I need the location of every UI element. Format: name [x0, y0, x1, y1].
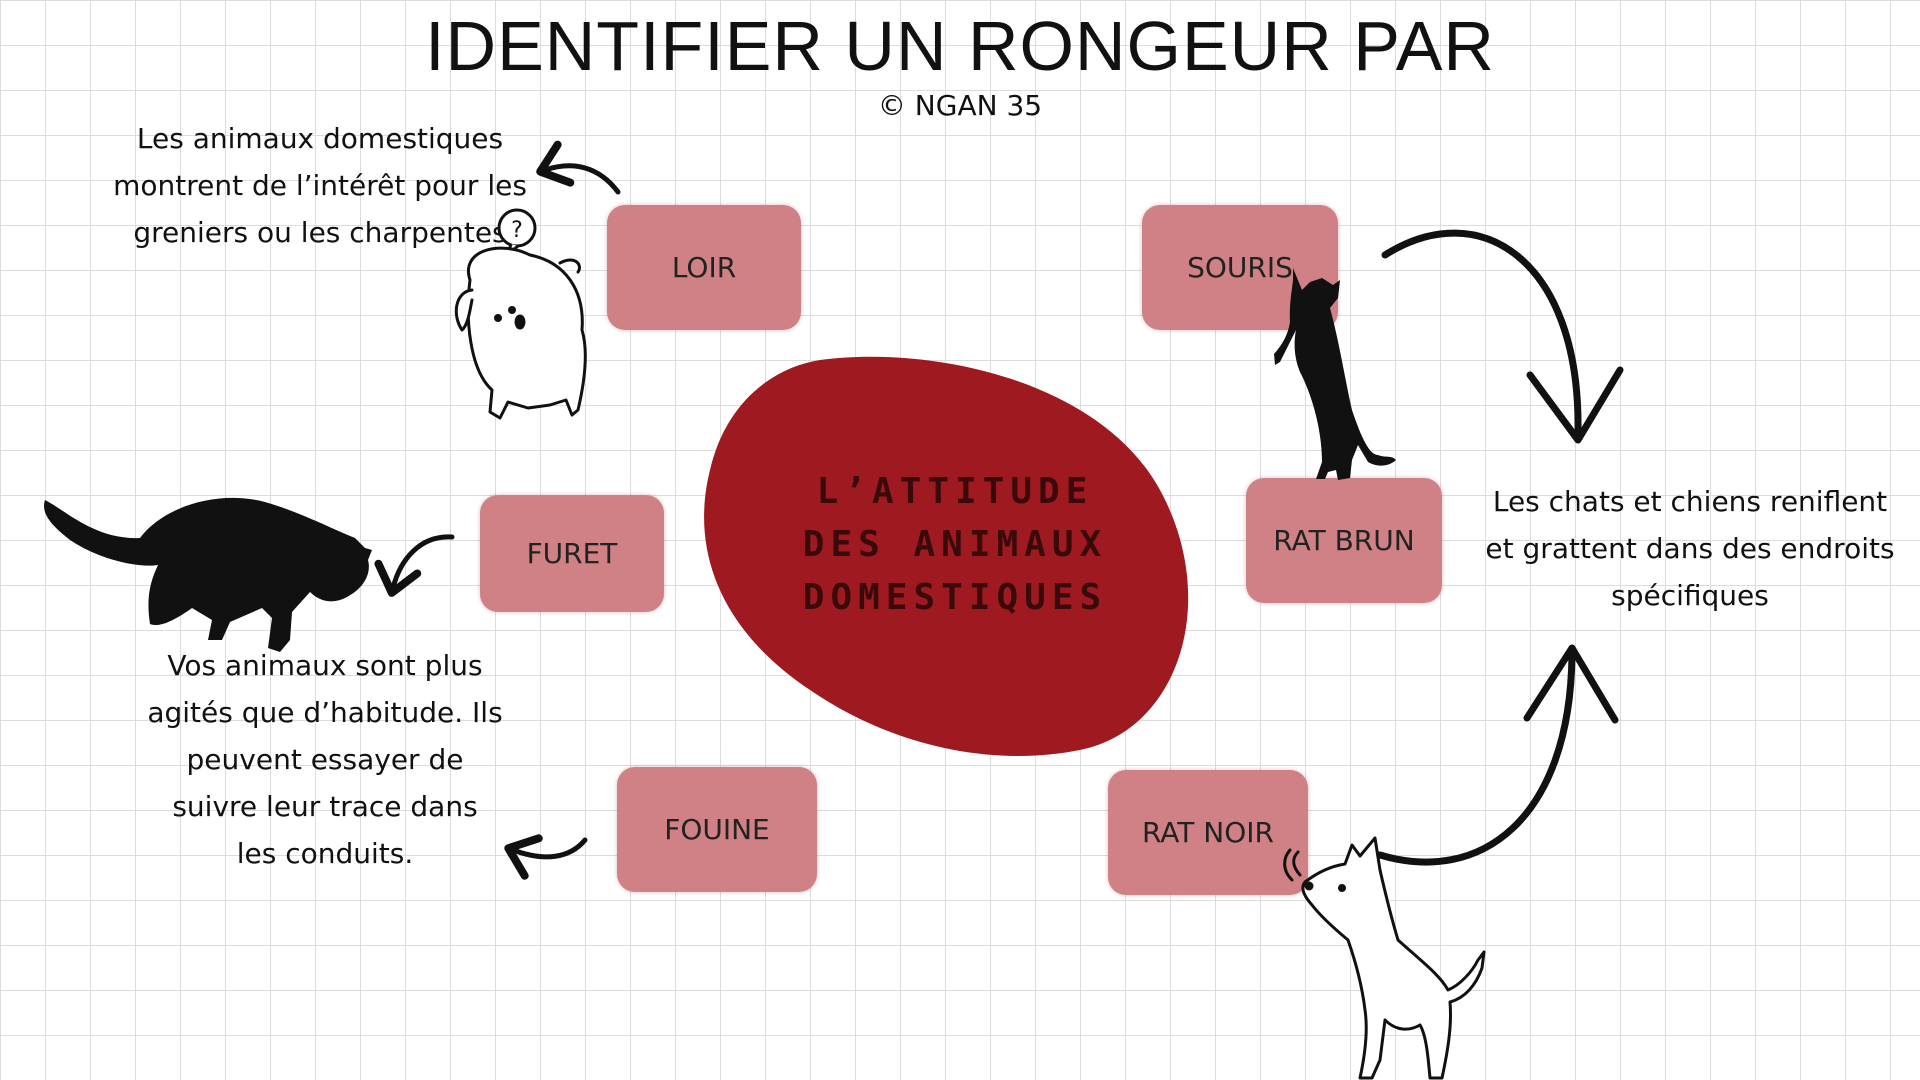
note-top-left-line-2: montrent de l’intérêt pour les: [113, 169, 527, 202]
rodent-box-fouine: FOUINE: [617, 767, 817, 892]
svg-text:?: ?: [511, 218, 523, 243]
note-bottom-left-line-1: Vos animaux sont plus: [167, 649, 483, 682]
note-bottom-left-line-5: les conduits.: [236, 837, 414, 870]
note-bottom-left-line-2: agités que d’habitude. Ils: [147, 696, 503, 729]
rodent-box-rat-noir: RAT NOIR: [1108, 770, 1308, 895]
cat-climbing-icon: [1274, 268, 1396, 480]
note-right-line-2: et grattent dans des endroits: [1485, 532, 1895, 565]
rodent-box-rat-brun: RAT BRUN: [1246, 478, 1442, 603]
note-right-line-3: spécifiques: [1611, 579, 1769, 612]
note-top-left-line-3: greniers ou les charpentes: [133, 216, 507, 249]
arrow-to-cat-sniffing: [374, 534, 455, 597]
arrow-to-top-left-note: [536, 140, 621, 195]
note-top-left-line-1: Les animaux domestiques: [136, 122, 504, 155]
arrow-big-bottom-right: [1376, 651, 1576, 866]
note-bottom-left-line-4: suivre leur trace dans: [172, 790, 478, 823]
arrow-big-top-right: [1381, 229, 1582, 434]
note-bottom-left-line-3: peuvent essayer de: [186, 743, 464, 776]
dog-outline-icon: [454, 246, 587, 420]
center-blob-shape: [704, 356, 1189, 757]
center-label: L’ATTITUDE DES ANIMAUX DOMESTIQUES: [700, 465, 1210, 624]
arrow-big-bottom-right-head: [1523, 644, 1619, 724]
center-blob: [704, 356, 1189, 757]
note-right: Les chats et chiens reniflent et gratten…: [1460, 478, 1920, 619]
center-line-1: L’ATTITUDE: [816, 471, 1094, 512]
rodent-box-furet: FURET: [480, 495, 664, 612]
arrow-to-bottom-left-note: [504, 834, 588, 880]
page-title: IDENTIFIER UN RONGEUR PAR: [425, 7, 1495, 85]
rodent-box-loir: LOIR: [607, 205, 801, 330]
copyright-credit: © NGAN 35: [877, 89, 1043, 122]
cat-sniffing-icon: [44, 497, 373, 652]
center-line-2: DES ANIMAUX: [802, 524, 1108, 565]
arrow-big-top-right-head: [1526, 366, 1624, 444]
dog-sniffing-icon: [1283, 836, 1486, 1080]
center-line-3: DOMESTIQUES: [802, 577, 1108, 618]
note-right-line-1: Les chats et chiens reniflent: [1492, 485, 1888, 518]
note-bottom-left: Vos animaux sont plus agités que d’habit…: [110, 642, 540, 877]
note-top-left: Les animaux domestiques montrent de l’in…: [40, 115, 600, 256]
